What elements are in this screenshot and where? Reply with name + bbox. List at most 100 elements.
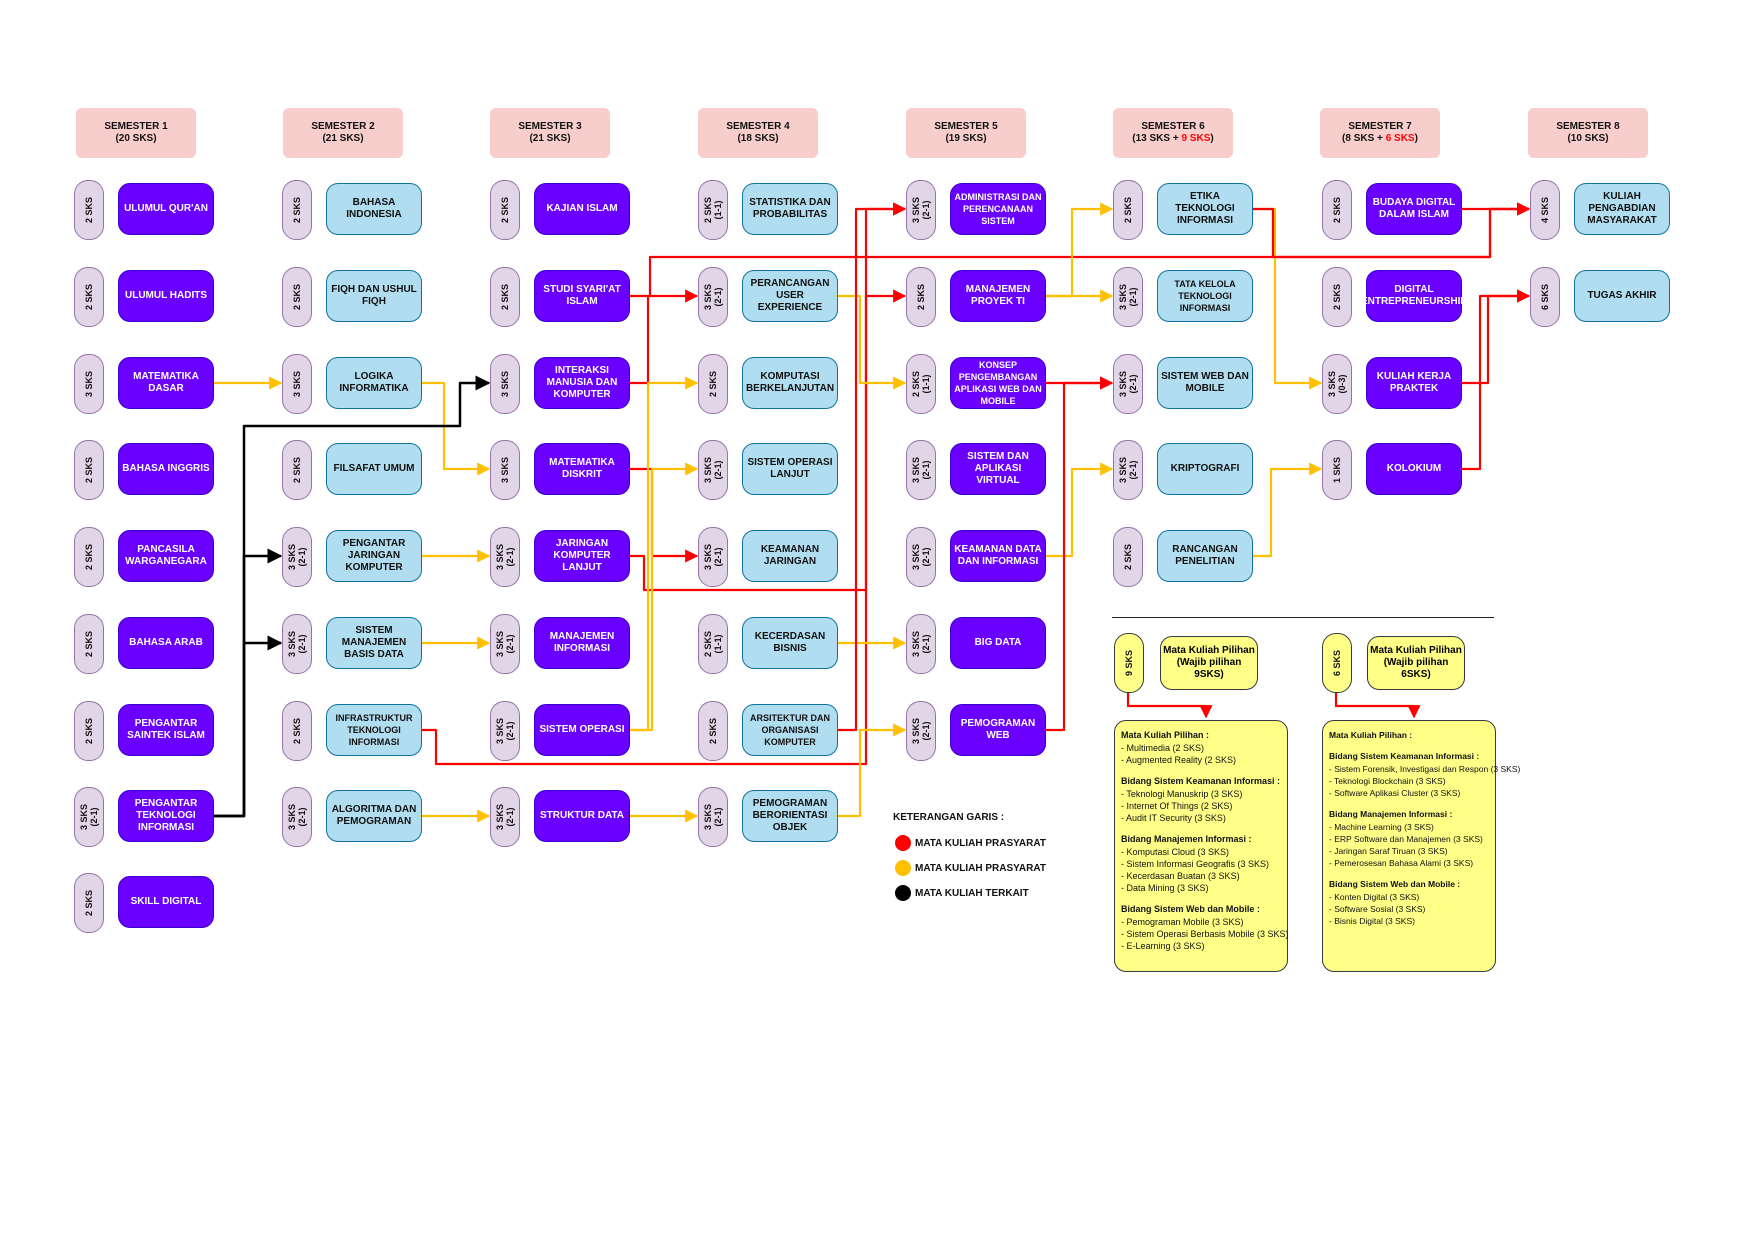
course-s2r4[interactable]: PENGANTAR JARINGAN KOMPUTER: [326, 530, 422, 582]
course-s8r0[interactable]: KULIAH PENGABDIAN MASYARAKAT: [1574, 183, 1670, 235]
sks-label: 2 SKS: [915, 283, 926, 311]
sks-badge: 3 SKS (2-1): [906, 440, 936, 500]
elective-section: Bidang Sistem Web dan Mobile : - Pemogram…: [1121, 903, 1289, 952]
course-s5r6[interactable]: PEMOGRAMAN WEB: [950, 704, 1046, 756]
elective-course: - Pemograman Mobile (3 SKS): [1121, 917, 1244, 927]
elective-sks-badge: 6 SKS: [1322, 633, 1352, 693]
course-s4r2[interactable]: KOMPUTASI BERKELANJUTAN: [742, 357, 838, 409]
course-s3r0[interactable]: KAJIAN ISLAM: [534, 183, 630, 235]
sks-badge: 3 SKS (2-1): [906, 180, 936, 240]
elective-course: - Jaringan Saraf Tiruan (3 SKS): [1329, 846, 1448, 856]
sks-badge: 3 SKS (0-3): [1322, 354, 1352, 414]
course-s4r1[interactable]: PERANCANGAN USER EXPERIENCE: [742, 270, 838, 322]
semester-title: SEMESTER 6: [1141, 121, 1205, 132]
course-s1r3[interactable]: BAHASA INGGRIS: [118, 443, 214, 495]
course-s2r5[interactable]: SISTEM MANAJEMEN BASIS DATA: [326, 617, 422, 669]
course-s3r4[interactable]: JARINGAN KOMPUTER LANJUT: [534, 530, 630, 582]
sks-label: 3 SKS (2-1): [702, 803, 723, 831]
course-s2r3[interactable]: FILSAFAT UMUM: [326, 443, 422, 495]
legend-title: KETERANGAN GARIS :: [893, 812, 1005, 823]
sks-badge: 3 SKS (2-1): [490, 527, 520, 587]
sks-label: 1 SKS: [1331, 456, 1342, 484]
course-s6r1[interactable]: TATA KELOLA TEKNOLOGI INFORMASI: [1157, 270, 1253, 322]
sks-label: 2 SKS: [1331, 196, 1342, 224]
course-s7r1[interactable]: DIGITAL ENTREPRENEURSHIP: [1361, 270, 1467, 322]
elective-section: Mata Kuliah Pilihan :: [1329, 729, 1489, 741]
semester-title: SEMESTER 2: [311, 121, 375, 132]
sks-badge: 2 SKS: [74, 267, 104, 327]
sks-label: 6 SKS: [1539, 283, 1550, 311]
course-s6r0[interactable]: ETIKA TEKNOLOGI INFORMASI: [1157, 183, 1253, 235]
course-s2r2[interactable]: LOGIKA INFORMATIKA: [326, 357, 422, 409]
course-s5r0[interactable]: ADMINISTRASI DAN PERENCANAAN SISTEM: [950, 183, 1046, 235]
course-s1r4[interactable]: PANCASILA WARGANEGARA: [118, 530, 214, 582]
course-s4r4[interactable]: KEAMANAN JARINGAN: [742, 530, 838, 582]
elective-course: - Data Mining (3 SKS): [1121, 883, 1209, 893]
course-s5r1[interactable]: MANAJEMEN PROYEK TI: [950, 270, 1046, 322]
elective-section: Bidang Sistem Keamanan Informasi :- Sist…: [1329, 750, 1520, 799]
course-s1r8[interactable]: SKILL DIGITAL: [118, 876, 214, 928]
course-s4r0[interactable]: STATISTIKA DAN PROBABILITAS: [742, 183, 838, 235]
semester-header-6: SEMESTER 6(13 SKS + 9 SKS): [1113, 108, 1233, 158]
course-s2r1[interactable]: FIQH DAN USHUL FIQH: [326, 270, 422, 322]
course-s6r4[interactable]: RANCANGAN PENELITIAN: [1157, 530, 1253, 582]
course-s3r3[interactable]: MATEMATIKA DISKRIT: [534, 443, 630, 495]
course-s1r2[interactable]: MATEMATIKA DASAR: [118, 357, 214, 409]
sks-badge: 2 SKS: [282, 440, 312, 500]
course-s2r0[interactable]: BAHASA INDONESIA: [326, 183, 422, 235]
course-s3r6[interactable]: SISTEM OPERASI: [534, 704, 630, 756]
course-s1r0[interactable]: ULUMUL QUR'AN: [118, 183, 214, 235]
course-s3r5[interactable]: MANAJEMEN INFORMASI: [534, 617, 630, 669]
legend-dot-icon: [895, 860, 911, 876]
course-s7r3[interactable]: KOLOKIUM: [1366, 443, 1462, 495]
course-s5r3[interactable]: SISTEM DAN APLIKASI VIRTUAL: [950, 443, 1046, 495]
sks-badge: 3 SKS (2-1): [282, 527, 312, 587]
course-s5r4[interactable]: KEAMANAN DATA DAN INFORMASI: [950, 530, 1046, 582]
semester-sks-base: (8 SKS +: [1342, 133, 1386, 144]
course-s1r5[interactable]: BAHASA ARAB: [118, 617, 214, 669]
semester-sks-elective: 6 SKS: [1385, 133, 1415, 144]
elective-section-title: Mata Kuliah Pilihan :: [1329, 730, 1413, 740]
course-s4r3[interactable]: SISTEM OPERASI LANJUT: [742, 443, 838, 495]
course-s4r7[interactable]: PEMOGRAMAN BERORIENTASI OBJEK: [742, 790, 838, 842]
sks-badge: 2 SKS: [1113, 180, 1143, 240]
elective-arrow-sem7: [1334, 692, 1421, 719]
course-s2r7[interactable]: ALGORITMA DAN PEMOGRAMAN: [326, 790, 422, 842]
prereq-line-s5r6-s6r2: [1046, 376, 1114, 732]
prereq-line-s6r4-s7r3: [1253, 462, 1323, 558]
course-s2r6[interactable]: INFRASTRUKTUR TEKNOLOGI INFORMASI: [326, 704, 422, 756]
course-s1r7[interactable]: PENGANTAR TEKNOLOGI INFORMASI: [118, 790, 214, 842]
legend-label: MATA KULIAH TERKAIT: [915, 887, 1029, 899]
course-s5r2[interactable]: KONSEP PENGEMBANGAN APLIKASI WEB DAN MOB…: [950, 357, 1046, 409]
course-s8r1[interactable]: TUGAS AKHIR: [1574, 270, 1670, 322]
sks-label: 2 SKS: [291, 456, 302, 484]
course-s1r1[interactable]: ULUMUL HADITS: [118, 270, 214, 322]
elective-section: Bidang Sistem Web dan Mobile :- Konten D…: [1329, 878, 1489, 927]
course-s3r2[interactable]: INTERAKSI MANUSIA DAN KOMPUTER: [534, 357, 630, 409]
sks-label: 4 SKS: [1539, 196, 1550, 224]
prereq-line-s3r6-s4r3: [630, 462, 699, 732]
course-s5r5[interactable]: BIG DATA: [950, 617, 1046, 669]
course-s4r5[interactable]: KECERDASAN BISNIS: [742, 617, 838, 669]
course-s7r0[interactable]: BUDAYA DIGITAL DALAM ISLAM: [1366, 183, 1462, 235]
semester-title: SEMESTER 7: [1348, 121, 1412, 132]
elective-section: Bidang Manajemen Informasi :- Komputasi …: [1121, 833, 1281, 894]
course-s3r7[interactable]: STRUKTUR DATA: [534, 790, 630, 842]
sks-badge: 3 SKS (2-1): [698, 527, 728, 587]
elective-course: - Teknologi Manuskrip (3 SKS): [1121, 789, 1243, 799]
course-s4r6[interactable]: ARSITEKTUR DAN ORGANISASI KOMPUTER: [742, 704, 838, 756]
course-s6r3[interactable]: KRIPTOGRAFI: [1157, 443, 1253, 495]
semester-sks: (21 SKS): [322, 133, 364, 144]
semester-title: SEMESTER 5: [934, 121, 998, 132]
course-s1r6[interactable]: PENGANTAR SAINTEK ISLAM: [118, 704, 214, 756]
elective-section-title: Bidang Sistem Web dan Mobile :: [1121, 904, 1260, 914]
course-s7r2[interactable]: KULIAH KERJA PRAKTEK: [1366, 357, 1462, 409]
sks-badge: 3 SKS (2-1): [698, 440, 728, 500]
sks-label: 2 SKS: [83, 889, 94, 917]
sks-badge: 2 SKS: [74, 180, 104, 240]
sks-badge: 2 SKS: [1322, 267, 1352, 327]
elective-course: - Multimedia (2 SKS): [1121, 743, 1205, 753]
legend-label: MATA KULIAH PRASYARAT: [915, 862, 1046, 874]
course-s6r2[interactable]: SISTEM WEB DAN MOBILE: [1157, 357, 1253, 409]
course-s3r1[interactable]: STUDI SYARI'AT ISLAM: [534, 270, 630, 322]
